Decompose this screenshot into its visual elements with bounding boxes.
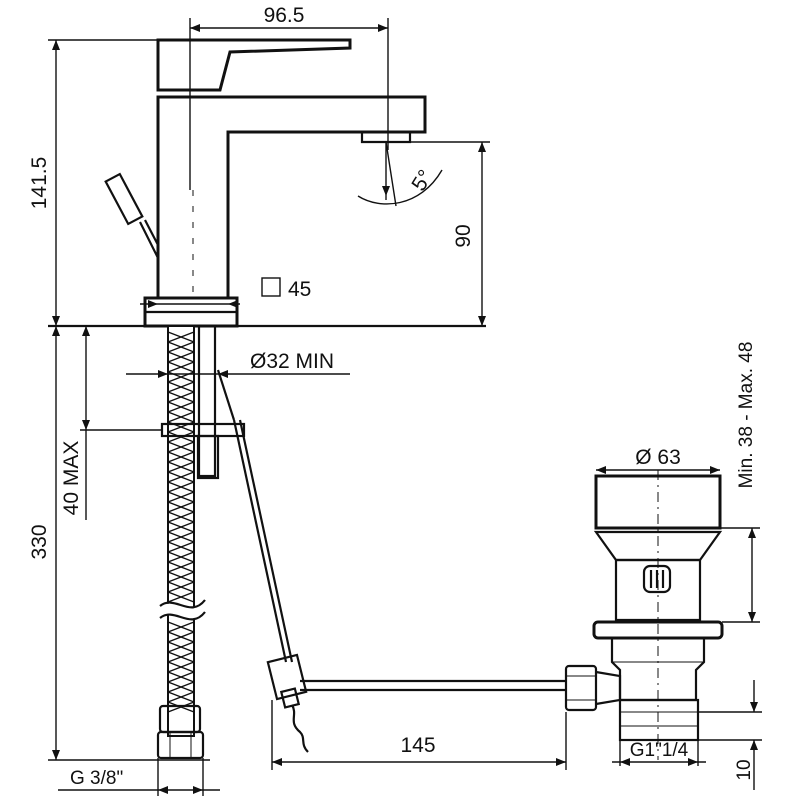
dim-label-spout-height: 90	[452, 224, 475, 247]
faucet-body	[104, 38, 427, 328]
dim-waste-diameter	[596, 466, 720, 474]
dim-spout-reach	[189, 18, 389, 190]
dim-label-waste-deck-range: Min. 38 - Max. 48	[736, 342, 757, 489]
dim-label-hole-diameter: Ø32 MIN	[250, 350, 334, 373]
dim-deck-thickness	[80, 326, 162, 520]
dim-waste-deck-range	[720, 527, 760, 623]
dim-body-square	[140, 300, 240, 308]
dim-label-pop-up-rod: 145	[400, 734, 435, 757]
dim-hose-length	[48, 326, 210, 761]
dim-label-hose-length: 330	[28, 524, 51, 559]
dim-label-waste-diameter: Ø 63	[635, 446, 681, 469]
dim-waste-tail	[698, 680, 762, 790]
dim-label-waste-thread: G1"1/4	[630, 740, 689, 761]
dim-label-body-square: 45	[288, 278, 311, 301]
lever-handle	[156, 38, 352, 92]
dim-label-waste-tail: 10	[734, 759, 755, 780]
dim-label-total-height: 141.5	[28, 157, 51, 210]
flexible-hose	[156, 325, 209, 760]
pop-up-rod	[216, 369, 566, 753]
dim-label-spout-reach: 96.5	[264, 4, 305, 27]
dim-waste-thread	[612, 740, 706, 766]
pop-up-knob	[104, 172, 159, 259]
dim-label-spout-angle: 5°	[407, 166, 437, 195]
dim-hole-diameter	[126, 370, 350, 378]
dim-total-height	[48, 39, 158, 326]
dim-spout-angle	[357, 141, 443, 207]
dim-pop-up-rod	[271, 700, 567, 770]
dim-label-deck-thickness: 40 MAX	[60, 441, 83, 516]
square-symbol	[261, 277, 281, 297]
dim-spout-height	[386, 141, 490, 326]
faucet-main-body	[156, 95, 427, 300]
dim-hose-thread	[58, 758, 220, 796]
waste-assembly	[564, 470, 724, 760]
dim-label-hose-thread: G 3/8"	[70, 768, 123, 789]
